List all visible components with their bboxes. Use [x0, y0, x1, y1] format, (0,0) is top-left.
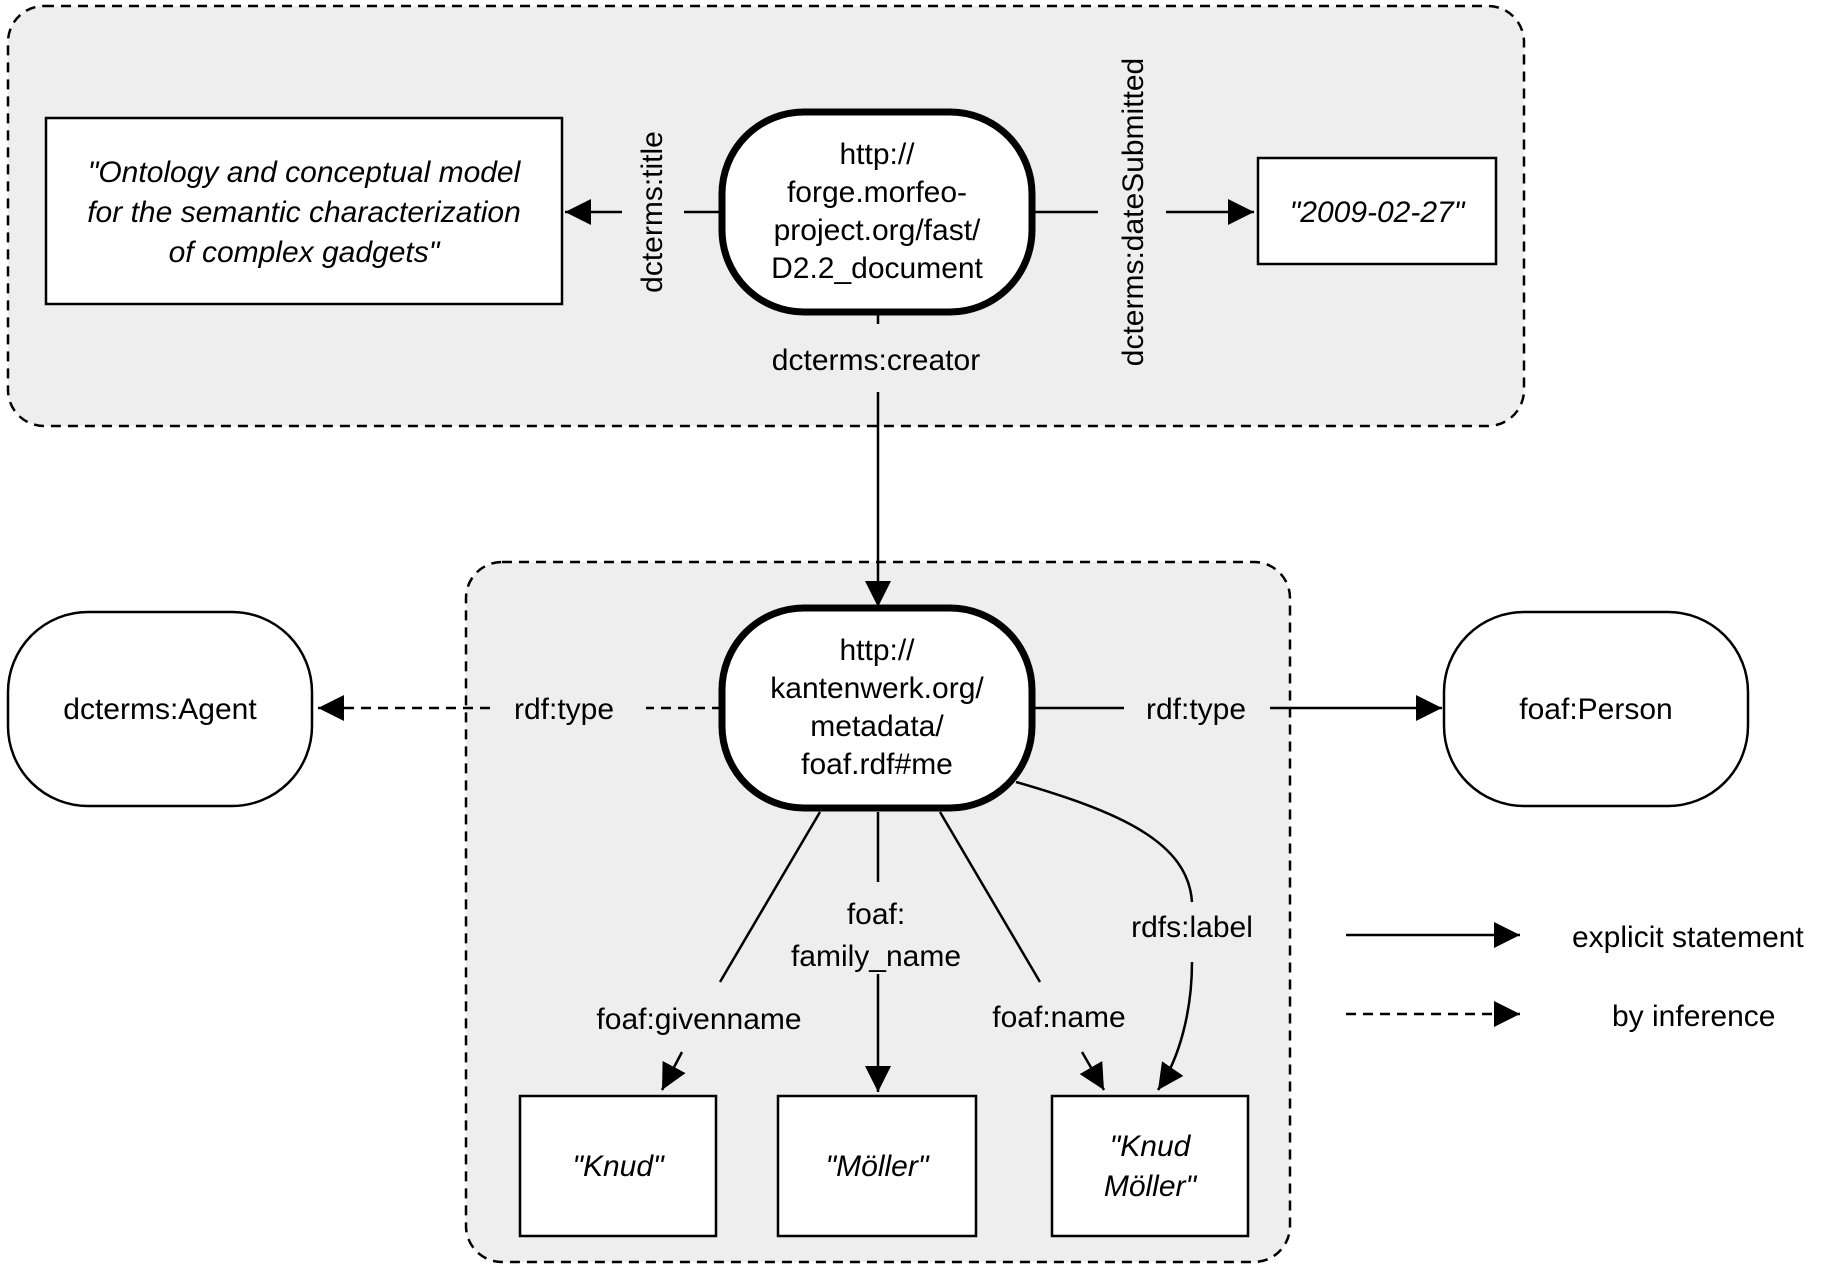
edge-label-familyname-2: family_name [791, 940, 961, 973]
document-uri-line-3: project.org/fast/ [774, 214, 981, 247]
edge-label-curve-bottom [1156, 961, 1194, 1091]
legend-explicit-label: explicit statement [1572, 921, 1804, 954]
person-class-node [1442, 610, 1750, 808]
givenname-literal-box [518, 1094, 718, 1238]
edge-label-title: dcterms:title [636, 131, 669, 293]
edge-label-name: foaf:name [992, 1001, 1125, 1034]
title-literal-line-3: of complex gadgets" [169, 236, 441, 269]
legend-inference-label: by inference [1612, 1000, 1775, 1033]
legend: explicit statement by inference [1346, 921, 1804, 1033]
person-node [718, 604, 1036, 812]
edge-name-line [938, 811, 1042, 983]
edge-label-date-submitted: dcterms:dateSubmitted [1117, 58, 1150, 366]
familyname-literal-box [776, 1094, 978, 1238]
agent-class-node [6, 610, 314, 808]
name-literal-box [1050, 1094, 1250, 1238]
document-uri-line-2: forge.morfeo- [787, 176, 967, 209]
name-literal-line-2: Möller" [1104, 1170, 1198, 1203]
document-node [718, 108, 1036, 316]
edge-givenname-line [718, 811, 822, 983]
edge-label-rdfs-label: rdfs:label [1131, 911, 1253, 944]
title-literal-line-1: "Ontology and conceptual model [88, 156, 522, 189]
title-literal-line-2: for the semantic characterization [87, 196, 521, 229]
document-uri-line-1: http:// [839, 138, 915, 171]
edge-label-curve-top [1015, 780, 1194, 903]
document-uri-line-4: D2.2_document [771, 252, 983, 285]
person-uri-line-4: foaf.rdf#me [801, 748, 953, 781]
edge-givenname-arrow [660, 1051, 686, 1091]
title-literal-box [44, 116, 564, 306]
person-uri-line-2: kantenwerk.org/ [770, 672, 984, 705]
givenname-literal-text: "Knud" [572, 1150, 665, 1183]
person-uri-line-3: metadata/ [810, 710, 944, 743]
edge-label-type-inferred: rdf:type [514, 693, 614, 726]
familyname-literal-text: "Möller" [826, 1150, 930, 1183]
edge-label-creator: dcterms:creator [772, 344, 980, 377]
date-literal-box [1256, 156, 1498, 266]
name-literal-line-1: "Knud [1110, 1130, 1192, 1163]
person-uri-line-1: http:// [839, 634, 915, 667]
edge-label-type-explicit: rdf:type [1146, 693, 1246, 726]
date-literal-text: "2009-02-27" [1290, 196, 1466, 229]
edge-name-arrow [1079, 1051, 1106, 1091]
person-class-label: foaf:Person [1519, 693, 1672, 726]
agent-class-label: dcterms:Agent [63, 693, 257, 726]
edge-label-givenname: foaf:givenname [596, 1003, 801, 1036]
edge-label-familyname-1: foaf: [847, 898, 905, 931]
